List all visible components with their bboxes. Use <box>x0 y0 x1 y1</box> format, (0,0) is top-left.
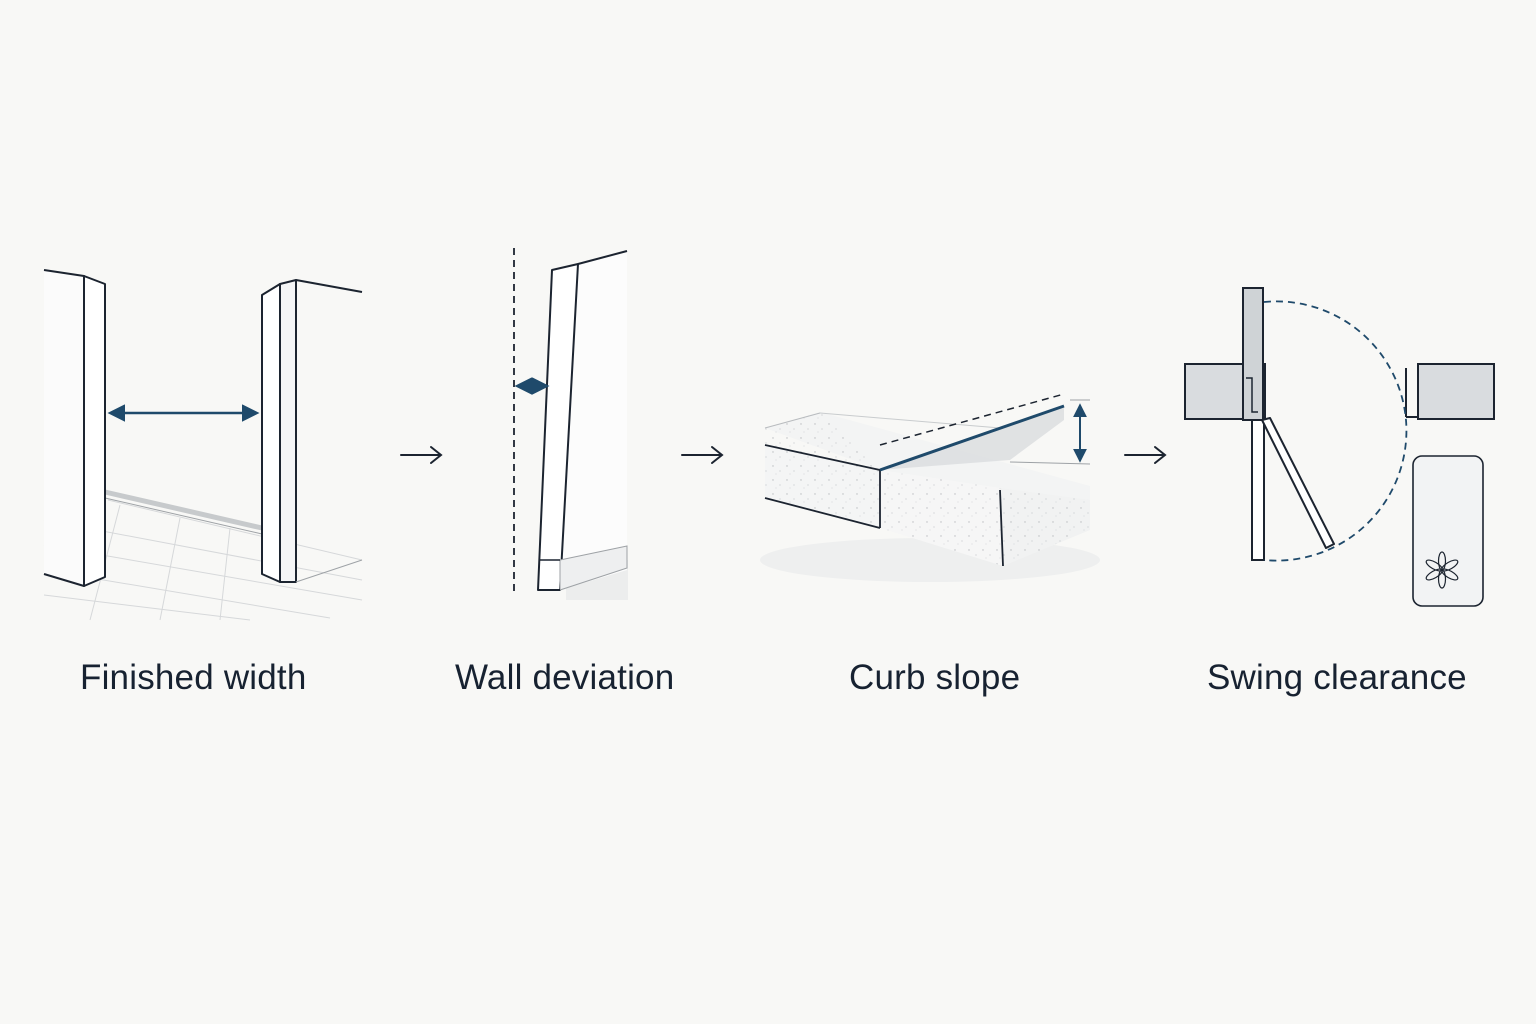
door-opening-width-icon <box>43 269 363 621</box>
step-label-swing-clearance: Swing clearance <box>1207 658 1467 697</box>
step-label-finished-width: Finished width <box>80 658 307 697</box>
wall-plumb-deviation-icon <box>513 248 628 600</box>
step-label-wall-deviation: Wall deviation <box>455 658 675 697</box>
arrow-right-icon <box>400 446 443 464</box>
flower-ornament-icon <box>1425 551 1459 589</box>
arrow-right-icon <box>681 446 724 464</box>
curb-slope-icon <box>760 393 1100 582</box>
step-label-curb-slope: Curb slope <box>849 658 1021 697</box>
arrow-right-icon <box>1124 446 1167 464</box>
door-swing-clearance-icon <box>1184 287 1495 607</box>
